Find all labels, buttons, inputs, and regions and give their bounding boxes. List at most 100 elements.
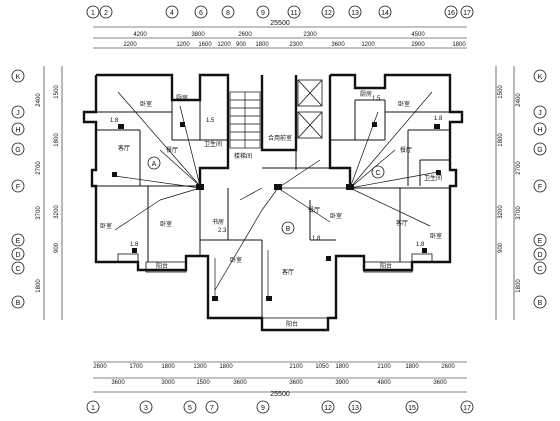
row-bubble-right: H <box>533 122 547 136</box>
svg-text:C: C <box>375 170 380 177</box>
row-label: D <box>15 252 20 259</box>
dim-text: 3600 <box>233 380 247 386</box>
elevator-symbols <box>297 79 323 139</box>
height-mark: 1.5 <box>372 96 381 102</box>
row-label: D <box>537 252 542 259</box>
row-bubble-left: J <box>11 105 25 119</box>
dim-text: 3200 <box>54 205 60 219</box>
dim-text: 3700 <box>516 206 522 220</box>
dim-text: 1800 <box>516 279 522 293</box>
dim-text: 2400 <box>516 93 522 107</box>
row-label: B <box>16 300 21 307</box>
dim-text: 900 <box>498 242 504 253</box>
overall-dim-top: 25500 <box>270 20 290 27</box>
dim-text: 1500 <box>196 380 210 386</box>
dim-text: 4800 <box>377 380 391 386</box>
svg-text:7: 7 <box>210 405 214 412</box>
axis-bubble-bottom: 9 <box>256 400 270 414</box>
dim-text: 2100 <box>289 364 303 370</box>
axis-bubble-top: 13 <box>348 5 362 19</box>
svg-text:9: 9 <box>261 405 265 412</box>
svg-text:3: 3 <box>144 405 148 412</box>
building-walls <box>82 73 464 332</box>
room-label-dining: 餐厅 <box>166 146 178 154</box>
axis-label: 17 <box>463 10 471 17</box>
dim-text: 3000 <box>161 380 175 386</box>
axis-bubble-top: 8 <box>221 5 235 19</box>
row-label: C <box>537 266 542 273</box>
room-label-bedroom: 卧室 <box>100 222 112 230</box>
row-label: E <box>538 238 543 245</box>
room-label-dining: 餐厅 <box>308 206 320 214</box>
left-axis-bubbles: K J H G F E D C B <box>11 69 25 309</box>
dim-text: 1200 <box>361 42 375 48</box>
dim-text: 2300 <box>303 32 317 38</box>
balconies <box>117 253 433 331</box>
room-label-bedroom: 卧室 <box>430 232 442 240</box>
axis-bubble-top: 2 <box>99 5 113 19</box>
room-label-living: 客厅 <box>282 268 294 276</box>
axis-label: 12 <box>324 10 332 17</box>
dim-text: 2100 <box>377 364 391 370</box>
svg-text:17: 17 <box>463 405 471 412</box>
row-bubble-left: F <box>11 179 25 193</box>
room-labels: 卧室 客厅 餐厅 卧室 卧室 阳台 卫生间 厨房 楼梯间 合用前室 书房 卧室 … <box>100 90 442 328</box>
axis-bubble-bottom: 13 <box>348 400 362 414</box>
row-bubble-left: D <box>11 247 25 261</box>
dim-text: 2600 <box>441 364 455 370</box>
room-label-study: 书房 <box>212 218 224 226</box>
axis-label: 13 <box>351 10 359 17</box>
dim-text: 1800 <box>498 133 504 147</box>
dim-text: 1800 <box>36 279 42 293</box>
axis-bubble-top: 17 <box>460 5 474 19</box>
row-bubble-left: E <box>11 233 25 247</box>
room-label-bath: 卫生间 <box>204 140 222 148</box>
row-label: G <box>537 147 542 154</box>
axis-label: 2 <box>104 10 108 17</box>
unit-marker-c: C <box>371 165 385 179</box>
row-bubble-right: F <box>533 179 547 193</box>
row-label: G <box>15 147 20 154</box>
dim-text: 1800 <box>452 42 466 48</box>
svg-text:5: 5 <box>188 405 192 412</box>
dim-text: 1800 <box>335 364 349 370</box>
row-bubble-left: B <box>11 295 25 309</box>
axis-label: 14 <box>381 10 389 17</box>
height-mark: 1.8 <box>130 242 139 248</box>
row-bubble-right: C <box>533 261 547 275</box>
axis-label: 16 <box>447 10 455 17</box>
wiring-lines <box>114 91 439 300</box>
axis-bubble-bottom: 15 <box>405 400 419 414</box>
row-label: C <box>15 266 20 273</box>
svg-text:13: 13 <box>351 405 359 412</box>
room-label-living: 客厅 <box>118 144 130 152</box>
axis-bubble-bottom: 3 <box>139 400 153 414</box>
room-label-bedroom: 卧室 <box>160 220 172 228</box>
row-bubble-left: H <box>11 122 25 136</box>
dim-text: 1700 <box>129 364 143 370</box>
dim-text: 2200 <box>123 42 137 48</box>
dim-text: 2700 <box>516 161 522 175</box>
axis-bubble-top: 4 <box>165 5 179 19</box>
axis-bubble-top: 9 <box>256 5 270 19</box>
dim-text: 2400 <box>36 93 42 107</box>
dim-text: 4500 <box>411 32 425 38</box>
row-bubble-left: C <box>11 261 25 275</box>
dim-text: 900 <box>54 242 60 253</box>
row-bubble-left: K <box>11 69 25 83</box>
axis-label: 1 <box>91 10 95 17</box>
room-label-bedroom: 卧室 <box>330 212 342 220</box>
row-bubble-right: J <box>533 105 547 119</box>
dim-text: 1050 <box>315 364 329 370</box>
axis-bubble-top: 12 <box>321 5 335 19</box>
row-bubble-right: K <box>533 69 547 83</box>
dim-text: 3600 <box>289 380 303 386</box>
axis-bubble-top: 11 <box>287 5 301 19</box>
axis-bubble-bottom: 5 <box>183 400 197 414</box>
overall-dim-bottom: 25500 <box>270 391 290 398</box>
row-label: F <box>16 184 20 191</box>
svg-text:B: B <box>286 226 291 233</box>
room-label-bedroom: 卧室 <box>398 100 410 108</box>
